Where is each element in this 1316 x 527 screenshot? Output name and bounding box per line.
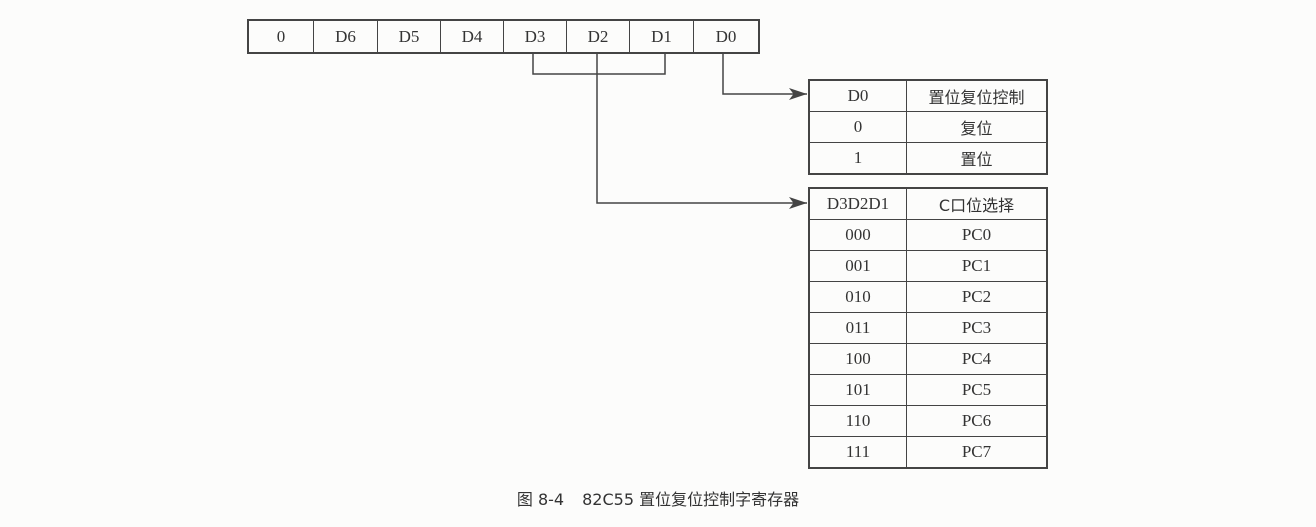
bit-cell-4: D4 bbox=[441, 21, 504, 52]
figure-caption: 图 8-4 82C55 置位复位控制字寄存器 bbox=[0, 486, 1316, 510]
header-cell: D0 bbox=[808, 79, 907, 112]
figure-label: 图 8-4 bbox=[516, 490, 565, 509]
cell: 001 bbox=[808, 250, 907, 282]
cell: 010 bbox=[808, 281, 907, 313]
cell: PC1 bbox=[906, 250, 1048, 282]
cell: PC5 bbox=[906, 374, 1048, 406]
cell: PC6 bbox=[906, 405, 1048, 437]
cell: PC2 bbox=[906, 281, 1048, 313]
header-cell: C口位选择 bbox=[906, 187, 1048, 220]
cell: PC4 bbox=[906, 343, 1048, 375]
cell: PC0 bbox=[906, 219, 1048, 251]
cell: 置位 bbox=[906, 142, 1048, 175]
cell: PC3 bbox=[906, 312, 1048, 344]
cell: 100 bbox=[808, 343, 907, 375]
cell: 111 bbox=[808, 436, 907, 469]
cell: 110 bbox=[808, 405, 907, 437]
cell: 0 bbox=[808, 111, 907, 143]
cell: PC7 bbox=[906, 436, 1048, 469]
bit-cell-6: D6 bbox=[314, 21, 378, 52]
header-cell: 置位复位控制 bbox=[906, 79, 1048, 112]
bit-cell-1: D1 bbox=[630, 21, 694, 52]
d0-arrow-to-control-table bbox=[722, 54, 807, 100]
header-cell: D3D2D1 bbox=[808, 187, 907, 220]
cell: 011 bbox=[808, 312, 907, 344]
cell: 000 bbox=[808, 219, 907, 251]
bit-cell-0: D0 bbox=[715, 26, 737, 46]
control-register: 0 D6 D5 D4 D3 D2 D1 D0 bbox=[247, 19, 760, 54]
bit-cell-2: D2 bbox=[567, 21, 630, 52]
d2-arrow-to-port-table bbox=[596, 54, 807, 209]
cell: 101 bbox=[808, 374, 907, 406]
cell: 复位 bbox=[906, 111, 1048, 143]
cell: 1 bbox=[808, 142, 907, 175]
bit-cell-7: 0 bbox=[249, 21, 314, 52]
d3-d1-bracket bbox=[532, 54, 666, 75]
figure-title: 82C55 置位复位控制字寄存器 bbox=[582, 490, 800, 509]
bit-cell-3: D3 bbox=[504, 21, 567, 52]
bit-cell-5: D5 bbox=[378, 21, 441, 52]
